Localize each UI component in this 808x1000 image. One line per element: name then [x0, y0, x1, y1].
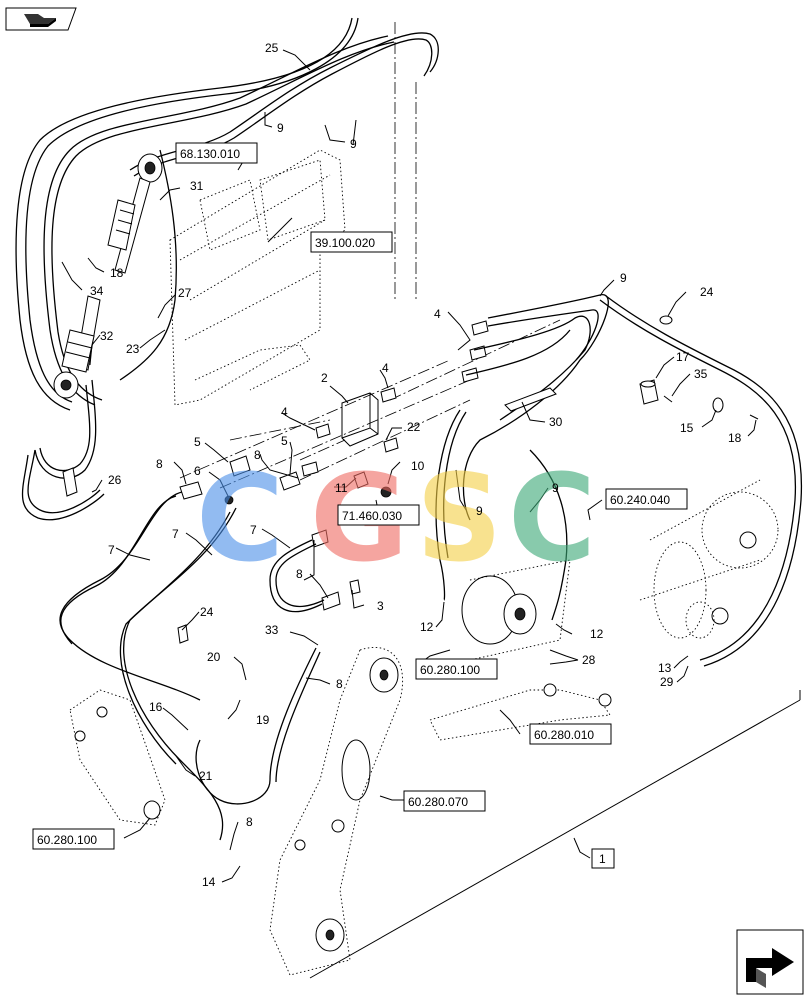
callout-12: 12 — [420, 620, 434, 634]
callout-24: 24 — [200, 605, 214, 619]
callout-16: 16 — [149, 700, 163, 714]
watermark-letter: C — [508, 450, 596, 589]
reference-link[interactable]: 60.280.100 — [420, 663, 480, 677]
callout-34: 34 — [90, 284, 104, 298]
leader-lines — [61, 49, 757, 883]
assembly-boundary — [309, 699, 801, 979]
watermark-letter: C — [196, 450, 284, 589]
callout-10: 10 — [411, 459, 425, 473]
drive-sprocket — [639, 479, 779, 639]
callout-4: 4 — [434, 307, 441, 321]
reference-link[interactable]: 60.280.010 — [534, 728, 594, 742]
callout-9: 9 — [350, 137, 357, 151]
watermark: C G S C — [196, 450, 596, 589]
callout-19: 19 — [256, 713, 270, 727]
callout-35: 35 — [694, 367, 708, 381]
callout-8: 8 — [156, 457, 163, 471]
bucket-link-left — [69, 689, 166, 826]
callout-numbers: 25 9 9 31 18 34 27 32 23 26 4 4 4 2 5 5 … — [90, 41, 742, 889]
forward-arrow-icon[interactable] — [736, 929, 804, 995]
back-arrow-icon[interactable] — [5, 7, 77, 31]
clamps — [177, 315, 759, 644]
callout-1-box: 1 — [591, 848, 615, 869]
lower-hoses — [59, 491, 325, 841]
callout-7: 7 — [108, 543, 115, 557]
callout-32: 32 — [100, 329, 114, 343]
callout-30: 30 — [549, 415, 563, 429]
callout-25: 25 — [265, 41, 279, 55]
callout-2: 2 — [321, 371, 328, 385]
reference-link[interactable]: 60.240.040 — [610, 493, 670, 507]
callout-6: 6 — [194, 464, 201, 478]
reference-link[interactable]: 60.280.070 — [408, 795, 468, 809]
callout-24: 24 — [700, 285, 714, 299]
callout-28: 28 — [582, 653, 596, 667]
callout-15: 15 — [680, 421, 694, 435]
callout-33: 33 — [265, 623, 279, 637]
reference-boxes[interactable]: 68.130.010 39.100.020 71.460.030 60.240.… — [32, 142, 688, 850]
loader-frame — [169, 22, 417, 406]
callout-22: 22 — [407, 420, 421, 434]
callout-11: 11 — [335, 481, 348, 495]
callout-7: 7 — [172, 527, 179, 541]
reference-link[interactable]: 60.280.100 — [37, 833, 97, 847]
callout-8: 8 — [296, 567, 303, 581]
hose-guard — [504, 387, 557, 412]
callout-5: 5 — [281, 434, 288, 448]
callout-23: 23 — [126, 342, 140, 356]
watermark-letter: S — [416, 450, 502, 589]
lift-arm — [269, 647, 404, 976]
callout-29: 29 — [660, 675, 674, 689]
callout-18: 18 — [728, 431, 742, 445]
callout-12: 12 — [590, 627, 604, 641]
valve-block — [179, 319, 561, 489]
callout-21: 21 — [199, 769, 213, 783]
callout-18: 18 — [110, 266, 124, 280]
callout-9: 9 — [277, 121, 284, 135]
callout-7: 7 — [250, 523, 257, 537]
callout-5: 5 — [194, 435, 201, 449]
callout-9: 9 — [476, 504, 483, 518]
callout-20: 20 — [207, 650, 221, 664]
callout-8: 8 — [336, 677, 343, 691]
callout-8: 8 — [254, 448, 261, 462]
callout-9: 9 — [620, 271, 627, 285]
reference-link[interactable]: 39.100.020 — [315, 236, 375, 250]
callout-3: 3 — [377, 599, 384, 613]
callout-4: 4 — [382, 361, 389, 375]
callout-17: 17 — [676, 350, 690, 364]
bucket-link-right — [429, 559, 612, 741]
lift-cylinder — [53, 153, 163, 399]
reference-link[interactable]: 68.130.010 — [180, 147, 240, 161]
callout-8: 8 — [246, 815, 253, 829]
callout-4: 4 — [281, 405, 288, 419]
callout-14: 14 — [202, 875, 216, 889]
callout-31: 31 — [190, 179, 204, 193]
callout-26: 26 — [108, 473, 122, 487]
callout-9: 9 — [552, 481, 559, 495]
callout-13: 13 — [658, 661, 672, 675]
callout-1: 1 — [599, 852, 606, 866]
callout-27: 27 — [178, 286, 192, 300]
right-hoses — [435, 294, 803, 667]
reference-link[interactable]: 71.460.030 — [342, 509, 402, 523]
